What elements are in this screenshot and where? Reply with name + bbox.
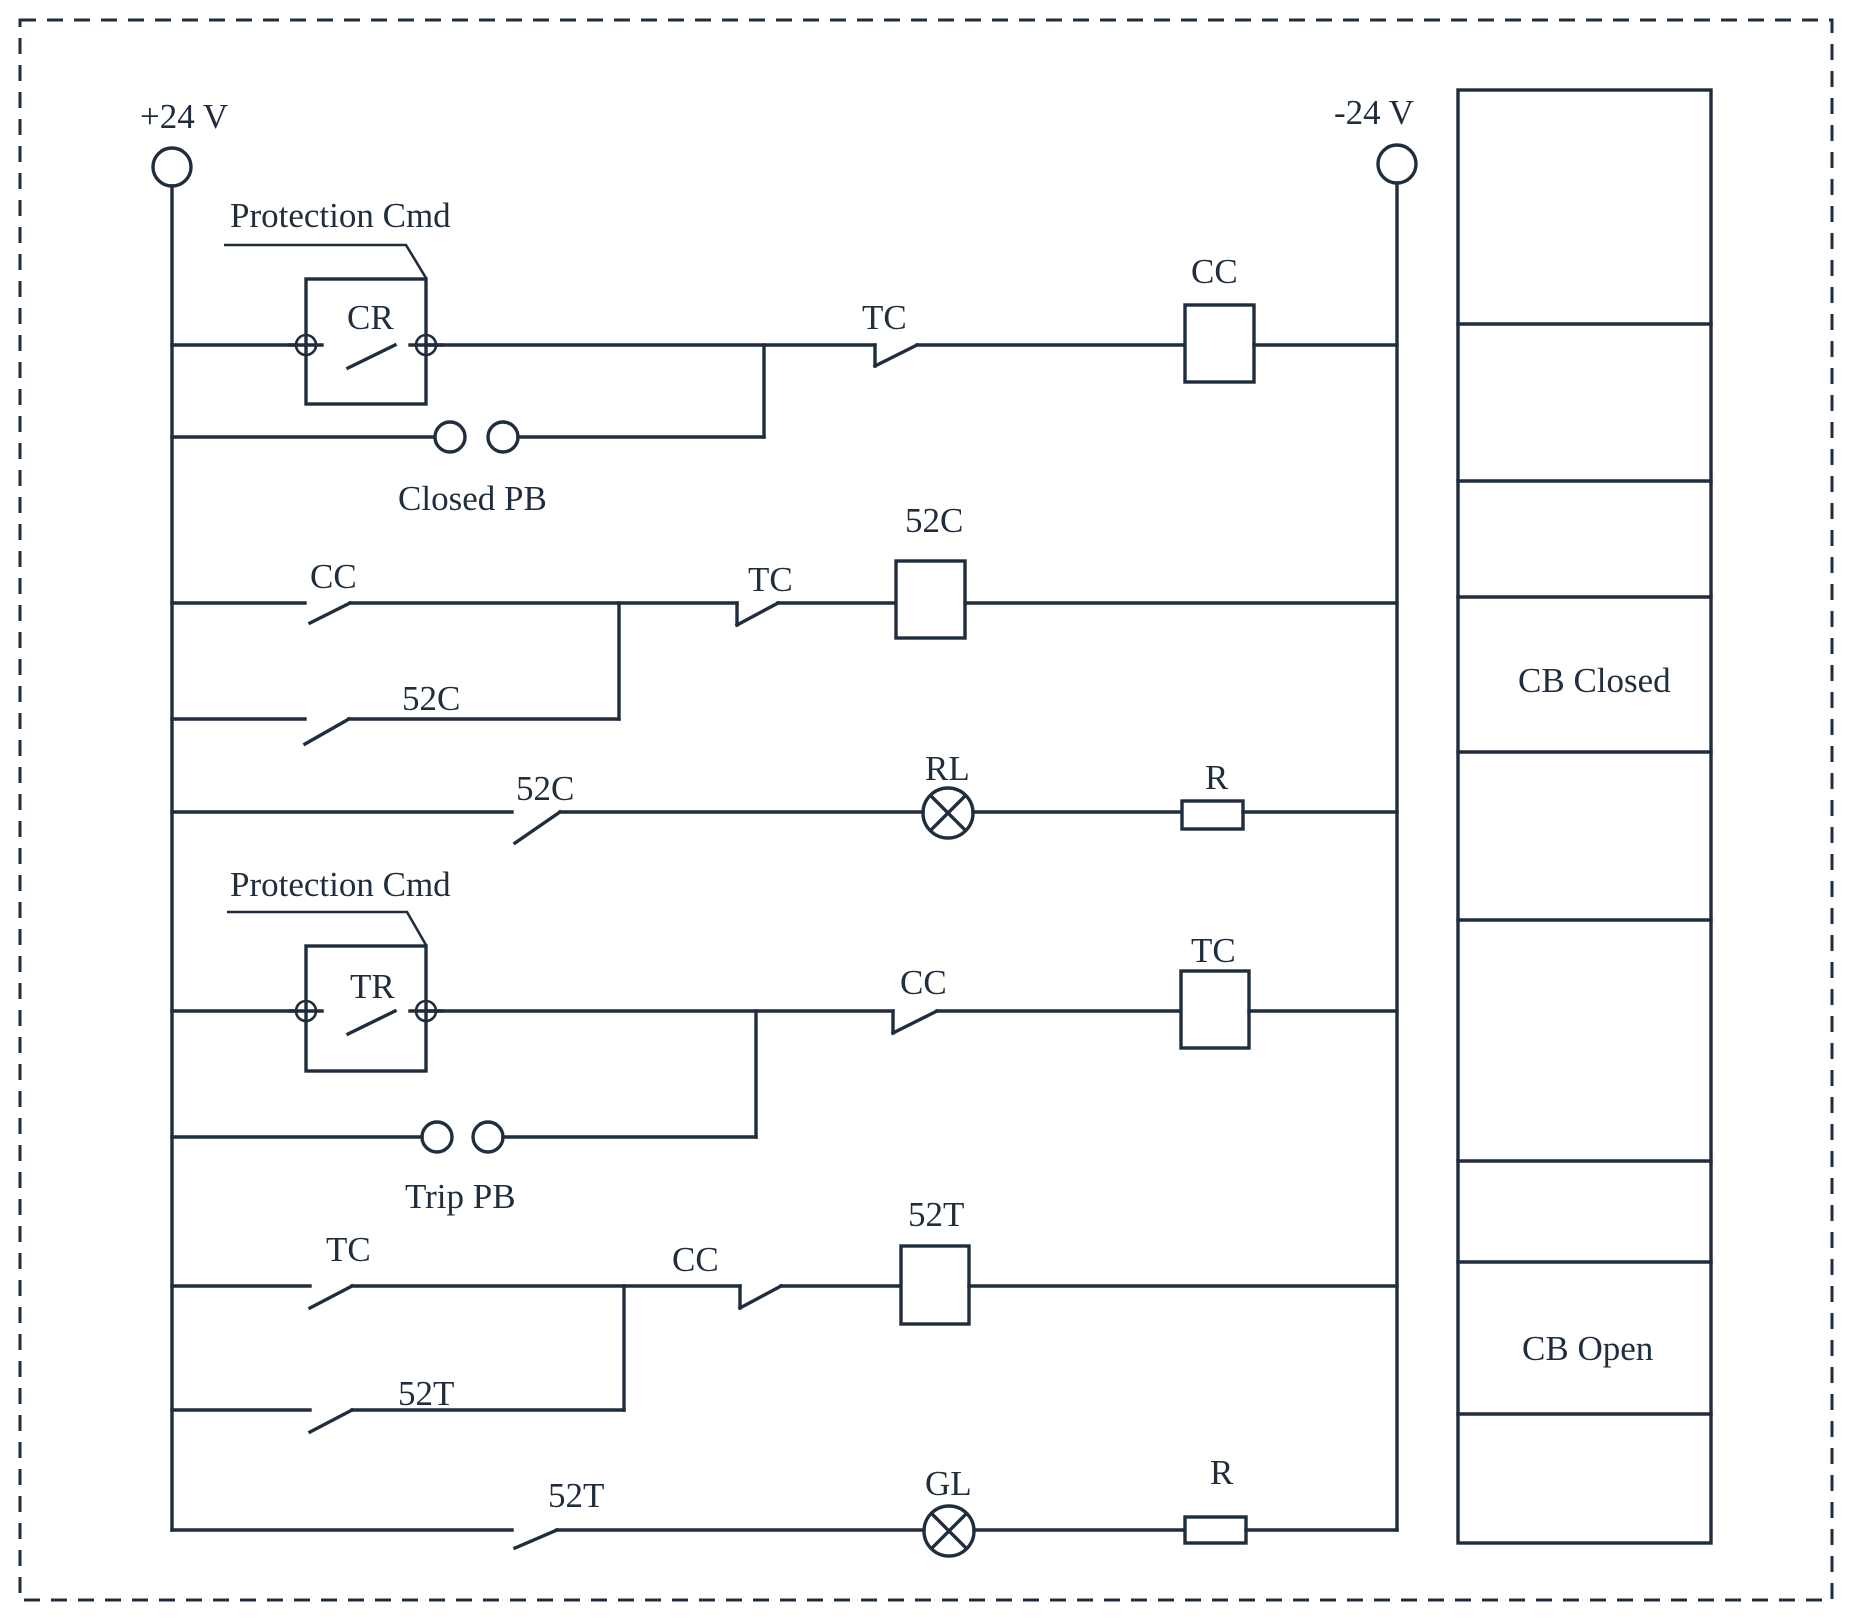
seal-contact-label: 52T	[398, 1374, 454, 1413]
no-contact-tc	[307, 1283, 355, 1311]
relay-contact-label: TR	[350, 967, 395, 1006]
negative-supply-label: -24 V	[1334, 93, 1414, 132]
lamp-label: RL	[925, 749, 970, 788]
coil-tc	[1179, 969, 1251, 1050]
rung-red-lamp: 52C RL R	[170, 749, 1399, 846]
coil-label: 52T	[908, 1195, 964, 1234]
no-contact-cc	[307, 600, 353, 626]
nc-contact-label: CC	[672, 1240, 719, 1279]
positive-supply-label: +24 V	[140, 97, 228, 136]
positive-supply-terminal: +24 V	[140, 97, 228, 188]
contact-52c	[512, 809, 563, 846]
relay-contact-tr	[345, 1008, 398, 1037]
resistor-r	[1183, 1515, 1248, 1545]
pushbutton-label: Closed PB	[398, 479, 547, 518]
rung-close-command: Protection Cmd CR TC CC Closed PB	[170, 196, 1399, 518]
lamp-label: GL	[925, 1464, 972, 1503]
nc-contact-label: TC	[748, 560, 793, 599]
coil-label: CC	[1191, 252, 1238, 291]
status-panel-frame	[1456, 88, 1713, 1545]
rung-green-lamp: 52T GL R	[170, 1453, 1399, 1558]
protection-cmd-leader	[224, 243, 428, 279]
no-contact-label: TC	[326, 1230, 371, 1269]
contact-label: 52T	[548, 1476, 604, 1515]
protection-cmd-leader	[227, 910, 428, 946]
coil-cc	[1183, 303, 1256, 384]
coil-52c	[894, 559, 967, 640]
contact-label: 52C	[516, 769, 574, 808]
resistor-label: R	[1210, 1453, 1234, 1492]
dashed-border	[18, 18, 1834, 1602]
cb-open-label: CB Open	[1522, 1329, 1653, 1368]
pushbutton-close	[433, 420, 467, 454]
coil-52t	[899, 1244, 971, 1326]
rung-close-latch: CC TC 52C 52C	[170, 501, 1399, 747]
lamp-rl	[921, 786, 975, 840]
status-panel: CB Closed CB Open	[1456, 88, 1713, 1545]
rung-trip-latch: TC CC 52T 52T	[170, 1195, 1399, 1435]
coil-label: TC	[1191, 931, 1236, 970]
nc-contact-label: CC	[900, 963, 947, 1002]
resistor-label: R	[1205, 758, 1229, 797]
no-contact-label: CC	[310, 557, 357, 596]
seal-contact-52t	[307, 1407, 355, 1435]
coil-label: 52C	[905, 501, 963, 540]
relay-contact-cr	[345, 342, 398, 371]
rung-trip-command: Protection Cmd TR CC TC Trip PB	[170, 865, 1399, 1216]
seal-contact-52c	[302, 716, 352, 747]
seal-contact-label: 52C	[402, 679, 460, 718]
resistor-r	[1180, 799, 1245, 831]
contact-52t	[512, 1527, 560, 1551]
relay-enclosure-cr	[304, 277, 428, 406]
pushbutton-trip	[420, 1120, 454, 1154]
lamp-gl	[922, 1504, 976, 1558]
nc-contact-label: TC	[862, 298, 907, 337]
protection-cmd-label: Protection Cmd	[230, 196, 451, 235]
protection-cmd-label: Protection Cmd	[230, 865, 451, 904]
cb-closed-label: CB Closed	[1518, 661, 1671, 700]
negative-supply-terminal: -24 V	[1334, 93, 1418, 185]
relay-contact-label: CR	[347, 298, 394, 337]
pushbutton-label: Trip PB	[405, 1177, 516, 1216]
relay-enclosure-tr	[304, 944, 428, 1073]
